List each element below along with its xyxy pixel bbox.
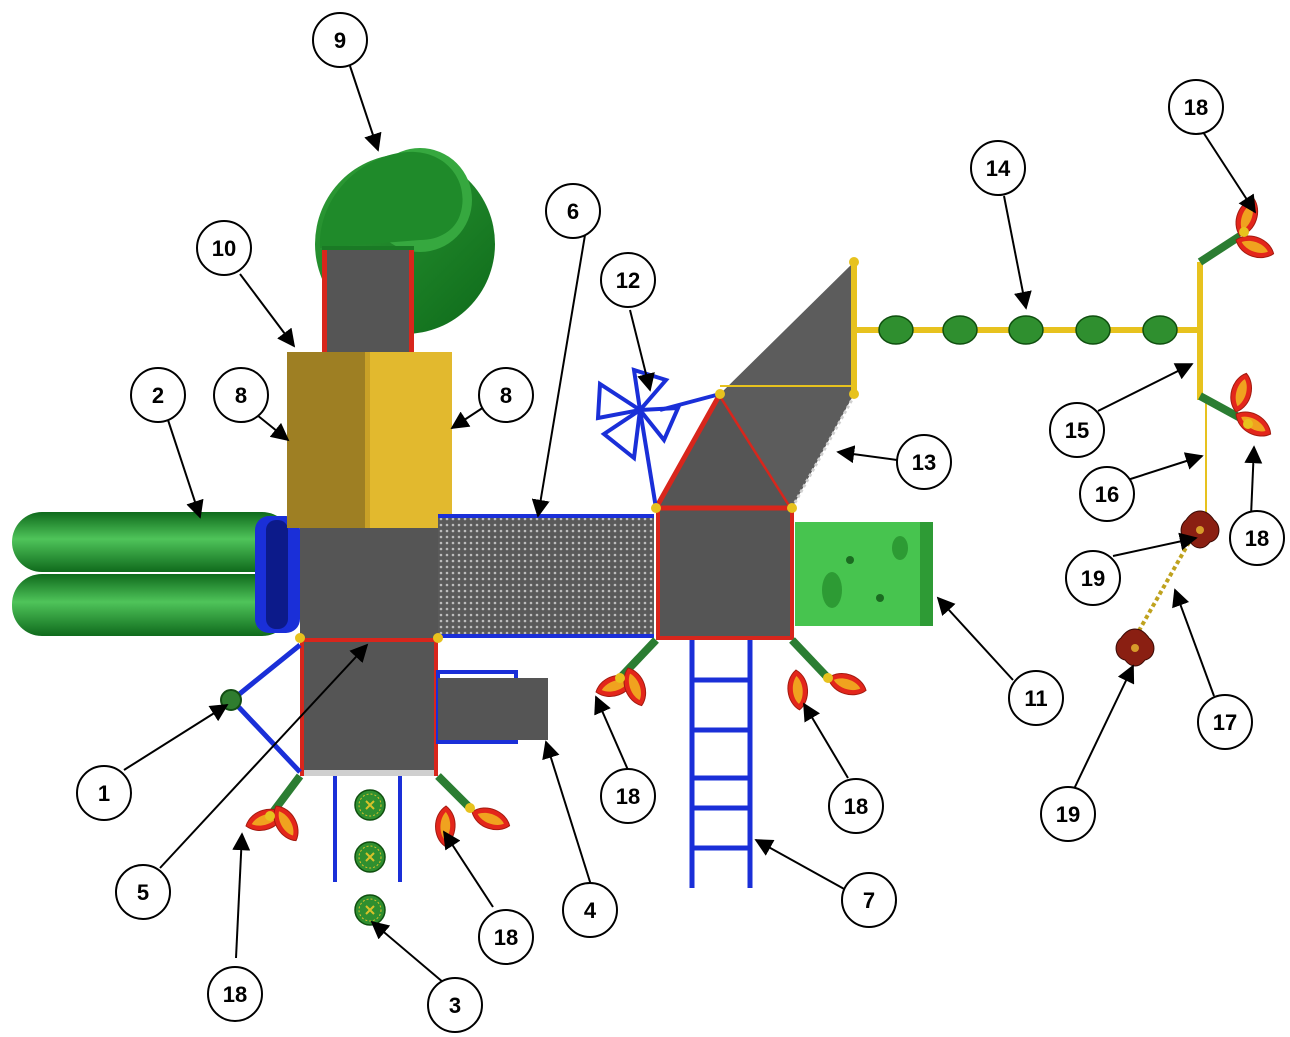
leaf-ornament-3 — [592, 637, 659, 710]
callout-16-bubble: 16 — [1079, 466, 1135, 522]
callout-label: 13 — [912, 450, 936, 475]
callout-19-bubble: 19 — [1040, 786, 1096, 842]
main-deck-left — [300, 528, 438, 638]
roof — [287, 352, 452, 528]
callout-3-bubble: 3 — [427, 977, 483, 1033]
callout-label: 10 — [212, 236, 236, 261]
callout-1-bubble: 1 — [76, 765, 132, 821]
callout-label: 3 — [449, 993, 461, 1018]
small-slide — [436, 670, 548, 744]
callout-label: 19 — [1056, 802, 1080, 827]
callout-8-bubble: 8 — [213, 367, 269, 423]
leaf-ornament-4 — [785, 637, 870, 712]
callout-18-bubble: 18 — [1168, 79, 1224, 135]
callout-7-bubble: 7 — [841, 872, 897, 928]
callout-18-bubble: 18 — [828, 778, 884, 834]
leaf-ornament-2 — [434, 773, 514, 847]
callout-12-bubble: 12 — [600, 252, 656, 308]
callout-17-bubble: 17 — [1197, 694, 1253, 750]
callout-label: 14 — [986, 156, 1011, 181]
clover-climber — [595, 367, 721, 509]
callout-11-bubble: 11 — [1008, 670, 1064, 726]
hand-rail — [220, 643, 302, 774]
callout-label: 11 — [1024, 686, 1047, 711]
callout-label: 15 — [1065, 418, 1089, 443]
spiral-slide — [315, 148, 495, 334]
callout-label: 8 — [235, 383, 247, 408]
callout-label: 16 — [1095, 482, 1119, 507]
callout-18-bubble: 18 — [207, 966, 263, 1022]
callout-2-bubble: 2 — [130, 367, 186, 423]
callout-13-bubble: 13 — [896, 434, 952, 490]
climbing-wall — [795, 522, 933, 626]
callout-5-bubble: 5 — [115, 864, 171, 920]
callout-label: 12 — [616, 268, 640, 293]
callout-label: 6 — [567, 199, 579, 224]
callout-label: 9 — [334, 28, 346, 53]
tube-slide — [12, 512, 300, 636]
step-pads — [333, 776, 402, 926]
callout-label: 4 — [584, 898, 597, 923]
callout-label: 18 — [1184, 95, 1208, 120]
callout-4-bubble: 4 — [562, 882, 618, 938]
callout-15-bubble: 15 — [1049, 402, 1105, 458]
leaf-ornament-5 — [1197, 194, 1278, 266]
callout-19-bubble: 19 — [1065, 550, 1121, 606]
callout-label: 18 — [616, 784, 640, 809]
callout-10-bubble: 10 — [196, 220, 252, 276]
spiral-deck — [322, 250, 414, 362]
callout-label: 17 — [1213, 710, 1237, 735]
callout-8-bubble: 8 — [478, 367, 534, 423]
leaf-ornament-6 — [1198, 370, 1277, 443]
callout-label: 18 — [223, 982, 247, 1007]
callout-label: 19 — [1081, 566, 1105, 591]
lower-deck — [300, 638, 438, 776]
callout-label: 18 — [494, 925, 518, 950]
callout-label: 1 — [98, 781, 110, 806]
callout-18-bubble: 18 — [600, 768, 656, 824]
callout-label: 18 — [844, 794, 868, 819]
main-deck-right — [656, 508, 794, 640]
callout-18-bubble: 18 — [1229, 510, 1285, 566]
callout-label: 5 — [137, 880, 149, 905]
callout-14-bubble: 14 — [970, 140, 1026, 196]
overhead-bar — [849, 257, 1207, 651]
mesh-bridge — [438, 518, 654, 634]
callout-9-bubble: 9 — [312, 12, 368, 68]
ladder — [689, 640, 753, 888]
leaf-ornament-1 — [242, 773, 305, 847]
swing-pad-lower — [1115, 628, 1155, 667]
callout-label: 7 — [863, 888, 875, 913]
callout-label: 18 — [1245, 526, 1269, 551]
callout-label: 8 — [500, 383, 512, 408]
callout-label: 2 — [152, 383, 164, 408]
callout-6-bubble: 6 — [545, 183, 601, 239]
callout-18-bubble: 18 — [478, 909, 534, 965]
